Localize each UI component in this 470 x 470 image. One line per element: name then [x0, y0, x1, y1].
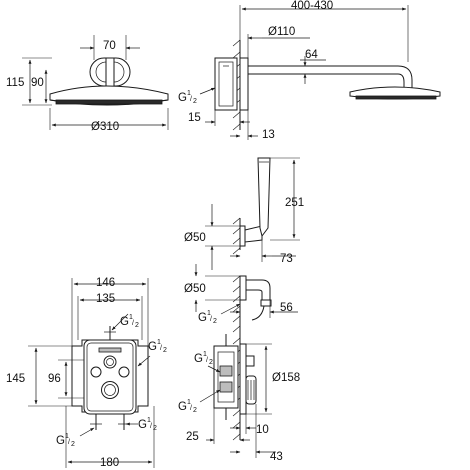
svg-text:/: / — [190, 96, 192, 103]
head-width-dim: 70 — [103, 40, 116, 52]
arm-thread-base: G — [178, 92, 187, 104]
arm-thread-num: 1 — [187, 90, 191, 97]
head-shower-front-view: 70 115 90 Ø310 — [6, 35, 169, 133]
outlet-depth-dim: 56 — [280, 302, 293, 314]
side-thread-top-num: 1 — [203, 351, 207, 358]
side-thread-bottom-num: 1 — [187, 399, 191, 406]
arm-drop-dim: 64 — [305, 49, 318, 61]
svg-text:/: / — [68, 439, 70, 446]
head-height-inner-dim: 90 — [31, 77, 44, 89]
head-height-outer-dim: 115 — [6, 77, 24, 89]
holder-offset-dim: 73 — [280, 253, 293, 265]
wall-outlet-view: Ø50 G 1 / 2 56 — [184, 264, 298, 330]
outlet-thread-num: 1 — [207, 310, 211, 317]
outlet-thread-base: G — [198, 312, 207, 324]
side-thread-top-base: G — [194, 353, 203, 365]
thermostat-thread-right-num: 1 — [157, 339, 161, 346]
thermostat-thread-br-base: G — [138, 419, 147, 431]
outlet-diameter-dim: Ø50 — [184, 283, 206, 295]
thermostat-thread-top-base: G — [120, 316, 129, 328]
side-thread-top-den: 2 — [209, 359, 213, 366]
arm-length-dim: 400-430 — [291, 0, 333, 12]
outlet-thread-den: 2 — [213, 318, 217, 325]
thermostat-thread-bl-den: 2 — [71, 441, 75, 448]
thermostat-width-outer-dim: 146 — [96, 277, 115, 289]
arm-wall-depth-dim: 15 — [188, 112, 201, 124]
thermostat-front-view: 146 135 G 1 / 2 G 1 / 2 145 96 G 1 / 2 G — [6, 277, 167, 469]
thermostat-thread-top-num: 1 — [129, 314, 133, 321]
thermostat-base-width-dim: 180 — [100, 457, 119, 469]
side-thread-bottom-den: 2 — [193, 407, 197, 414]
rosette-diameter-dim: Ø110 — [268, 26, 295, 38]
thermostat-thread-right-base: G — [148, 341, 157, 353]
handshower-view: 251 Ø50 73 — [184, 157, 304, 270]
thermostat-thread-bl-num: 1 — [65, 433, 69, 440]
svg-text:/: / — [150, 423, 152, 430]
thermostat-height-outer-dim: 145 — [6, 373, 25, 385]
svg-text:/: / — [132, 320, 134, 327]
handshower-length-dim: 251 — [285, 197, 304, 209]
side-install-depth-dim: 25 — [186, 431, 199, 443]
thermostat-thread-bl-base: G — [56, 435, 65, 447]
shower-arm-side-view: 400-430 Ø110 64 G 1 / 2 15 13 — [178, 0, 441, 141]
svg-text:/: / — [206, 357, 208, 364]
holder-diameter-dim: Ø50 — [184, 232, 206, 244]
thermostat-height-inner-dim: 96 — [48, 373, 61, 385]
side-plate-diameter-dim: Ø158 — [272, 372, 300, 384]
svg-text:/: / — [160, 345, 162, 352]
rosette-depth-dim: 13 — [262, 129, 275, 141]
thermostat-thread-br-den: 2 — [153, 425, 157, 432]
side-plate-depth-dim: 10 — [256, 424, 269, 436]
svg-text:/: / — [210, 316, 212, 323]
thermostat-thread-right-den: 2 — [163, 347, 167, 354]
thermostat-side-view: G 1 / 2 G 1 / 2 Ø158 25 10 43 — [178, 325, 300, 463]
thermostat-thread-top-den: 2 — [135, 322, 139, 329]
arm-thread-den: 2 — [193, 98, 197, 105]
head-diameter-dim: Ø310 — [91, 121, 119, 133]
thermostat-thread-br-num: 1 — [147, 417, 151, 424]
thermostat-width-inner-dim: 135 — [96, 293, 115, 305]
side-total-depth-dim: 43 — [270, 451, 283, 463]
side-thread-bottom-base: G — [178, 401, 187, 413]
svg-text:/: / — [190, 405, 192, 412]
